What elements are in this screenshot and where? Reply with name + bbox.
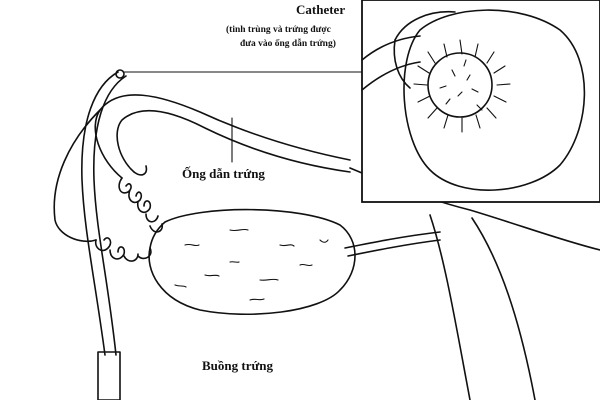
catheter-note-line-2: đưa vào ống dẫn trứng) — [240, 38, 336, 49]
fimbriae — [53, 109, 164, 262]
fallopian-tube — [94, 94, 351, 179]
ovary-label: Buồng trứng — [202, 358, 274, 373]
fallopian-tube-label: Ống dẫn trứng — [182, 166, 265, 181]
inset-box — [361, 0, 600, 203]
catheter-label: Catheter — [296, 2, 345, 17]
catheter-tube — [81, 69, 363, 400]
catheter-note-line-1: (tinh trùng và trứng được — [226, 24, 331, 35]
ovary — [148, 208, 441, 316]
